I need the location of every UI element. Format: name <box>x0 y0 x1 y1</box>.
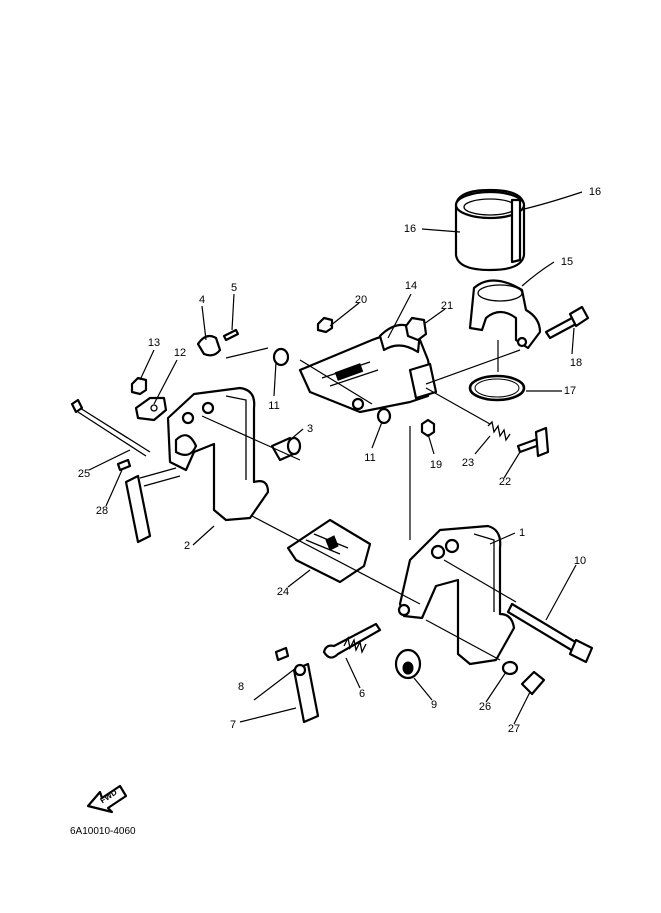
callout-11-upper: 11 <box>268 400 279 412</box>
callout-28: 28 <box>96 505 108 517</box>
upper-clamp <box>468 279 542 350</box>
wing-nut-27 <box>520 670 546 696</box>
callout-22: 22 <box>499 476 511 488</box>
bolt-25 <box>70 398 151 457</box>
pin-8 <box>274 646 290 662</box>
screw-6 <box>322 622 382 659</box>
nut-19 <box>420 418 436 438</box>
callout-12: 12 <box>174 347 186 359</box>
callout-6: 6 <box>359 688 365 700</box>
callout-10: 10 <box>574 555 586 567</box>
washer-11-upper <box>272 347 290 367</box>
callout-7: 7 <box>230 719 236 731</box>
nut-13 <box>130 376 148 396</box>
o-ring <box>468 374 526 402</box>
callout-18: 18 <box>570 357 582 369</box>
callout-15: 15 <box>561 256 573 268</box>
part-code: 6A10010-4060 <box>70 826 136 837</box>
pin-3 <box>270 436 302 462</box>
callout-16-right: 16 <box>589 186 601 198</box>
fwd-arrow-icon: FWD <box>86 784 128 814</box>
callout-9: 9 <box>431 699 437 711</box>
pin-5 <box>222 328 240 342</box>
swivel-bracket <box>298 323 438 414</box>
callout-14: 14 <box>405 280 417 292</box>
callout-11-lower: 11 <box>364 452 375 464</box>
callout-13: 13 <box>148 337 160 349</box>
upper-bushing <box>454 188 526 272</box>
washer-11-lower <box>376 407 392 425</box>
callout-16-left: 16 <box>404 223 416 235</box>
cap-4 <box>196 334 222 357</box>
callout-17: 17 <box>564 385 576 397</box>
callout-24: 24 <box>277 586 289 598</box>
clamp-bracket-right <box>397 524 516 666</box>
callout-3: 3 <box>307 423 313 435</box>
washer-26 <box>501 660 519 676</box>
pad-9 <box>394 648 422 680</box>
wing-bolt-22 <box>516 426 550 458</box>
callout-26: 26 <box>479 701 491 713</box>
cap-21 <box>404 316 428 342</box>
callout-19: 19 <box>430 459 442 471</box>
callout-23: 23 <box>462 457 474 469</box>
callout-5: 5 <box>231 282 237 294</box>
callout-25: 25 <box>78 468 90 480</box>
clamp-screw-left <box>124 467 181 544</box>
bolt-10 <box>506 602 594 664</box>
callout-8: 8 <box>238 681 244 693</box>
callout-labels: 1 2 3 4 5 6 7 8 9 10 11 11 12 13 14 15 1… <box>78 186 601 735</box>
assembly-lines <box>201 340 521 661</box>
thrust-plate-24 <box>286 518 372 584</box>
callout-4: 4 <box>199 294 205 306</box>
clamp-bracket-left <box>166 386 270 522</box>
callout-20: 20 <box>355 294 367 306</box>
plate-12 <box>134 396 168 422</box>
handle-7 <box>292 662 320 724</box>
callout-2: 2 <box>184 540 190 552</box>
nut-20 <box>316 316 334 334</box>
callout-27: 27 <box>508 723 520 735</box>
callout-1: 1 <box>519 527 525 539</box>
leader-lines <box>88 191 583 725</box>
bolt-18 <box>544 305 590 340</box>
callout-21: 21 <box>441 300 453 312</box>
pin-28 <box>116 458 132 472</box>
spring-23 <box>487 420 511 442</box>
